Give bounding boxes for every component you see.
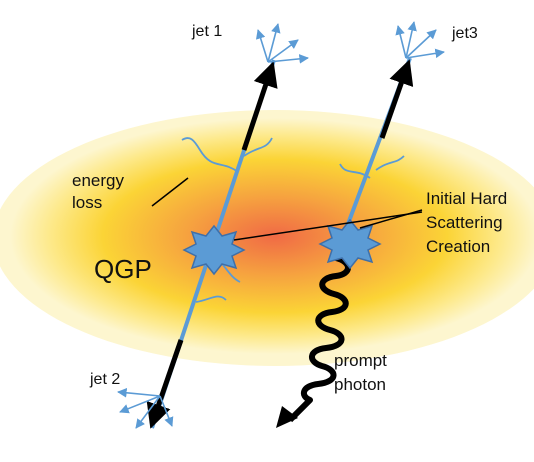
energy-loss-wisp [375,155,405,171]
scattering-leader [233,211,423,241]
prompt-photon-wave [287,255,351,423]
energy-loss-label-line1: energy [72,171,124,190]
jet1-spray-line [255,29,269,63]
jet2-spray-line [135,395,161,429]
scattering-label-line3: Creation [426,237,490,256]
jet1-black-segment [241,61,278,151]
jet3-label: jet3 [451,25,478,42]
energy-loss-label-line2: loss [72,193,102,212]
energy-loss-leader [151,177,189,207]
jet1-spray-line [267,54,309,64]
prompt-photon-arrowhead [276,406,298,428]
jet2-spray-line [159,395,174,427]
jet3-black-segment [379,59,414,139]
prompt-photon-label-line1: prompt [334,351,387,370]
medium-body [10,118,534,354]
jet1-spray-line [267,23,281,63]
scattering-vertex-right [318,218,382,270]
scattering-label-line1: Initial Hard [426,189,507,208]
energy-loss-wisp [243,137,273,157]
scattering-label-line2: Scattering [426,213,503,232]
scattering-leader [359,209,423,229]
jet1-label: jet 1 [191,23,222,40]
jet2-spray-line [117,388,161,398]
energy-loss-wisp [195,295,227,303]
jet3-spray-line [405,21,417,59]
jet2-spray-line [119,395,161,414]
jet3-track [339,21,445,241]
scattering-vertex-left [182,224,246,276]
qgp-medium [0,110,534,366]
jet3-spray-line [405,48,445,59]
energy-loss-wisp [339,163,371,179]
jet2-label: jet 2 [89,371,120,388]
qgp-label: QGP [94,254,152,284]
jet3-spray-line [395,25,407,59]
jet1-spray-line [267,39,299,63]
jet2-black-segment [146,339,184,429]
energy-loss-wisp [181,137,239,173]
jet3-spray-line [405,29,437,59]
prompt-photon-label-line2: photon [334,375,386,394]
